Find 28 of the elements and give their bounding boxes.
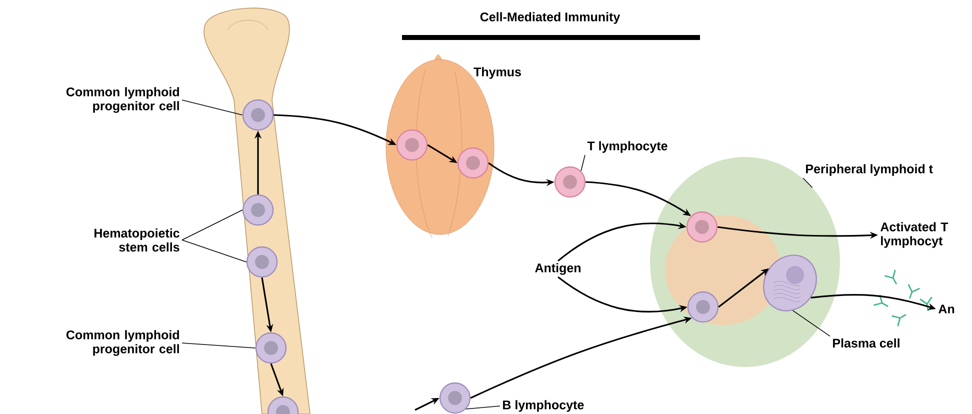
- cell-label: Plasma cell: [833, 338, 900, 348]
- cell-drawing: [686, 211, 718, 243]
- leader-line: [182, 240, 247, 262]
- cell-label: Common lymphoid progenitor cell: [66, 330, 179, 356]
- cell-label: Hematopoietic stem cells: [94, 228, 180, 252]
- cell-label: Peripheral lymphoid t: [806, 164, 933, 176]
- cell-label: B lymphocyte: [503, 400, 584, 412]
- leader-line: [182, 100, 243, 116]
- cell-drawing: [439, 382, 471, 414]
- leader-line: [182, 342, 256, 348]
- leader-line: [182, 210, 243, 240]
- cell-drawing: [554, 166, 586, 198]
- cell-label: An: [938, 304, 954, 314]
- cell-label: T lymphocyte: [587, 141, 668, 153]
- leader-line: [580, 154, 586, 172]
- title: Cell-Mediated Immunity: [480, 12, 620, 24]
- cell-drawing: [246, 246, 278, 278]
- cell-drawing: [242, 194, 274, 226]
- plasma-cell-drawing: [763, 254, 817, 312]
- cell-label: Activated T lymphocyt: [880, 222, 948, 248]
- cell-label: Antigen: [535, 263, 580, 275]
- cell-label: Common lymphoid progenitor cell: [66, 87, 179, 113]
- leader-line: [466, 406, 500, 410]
- cell-drawing: [267, 396, 299, 414]
- cell-drawing: [687, 291, 719, 323]
- cell-drawing: [255, 332, 287, 364]
- cell-drawing: [242, 99, 274, 131]
- leader-line: [802, 178, 813, 188]
